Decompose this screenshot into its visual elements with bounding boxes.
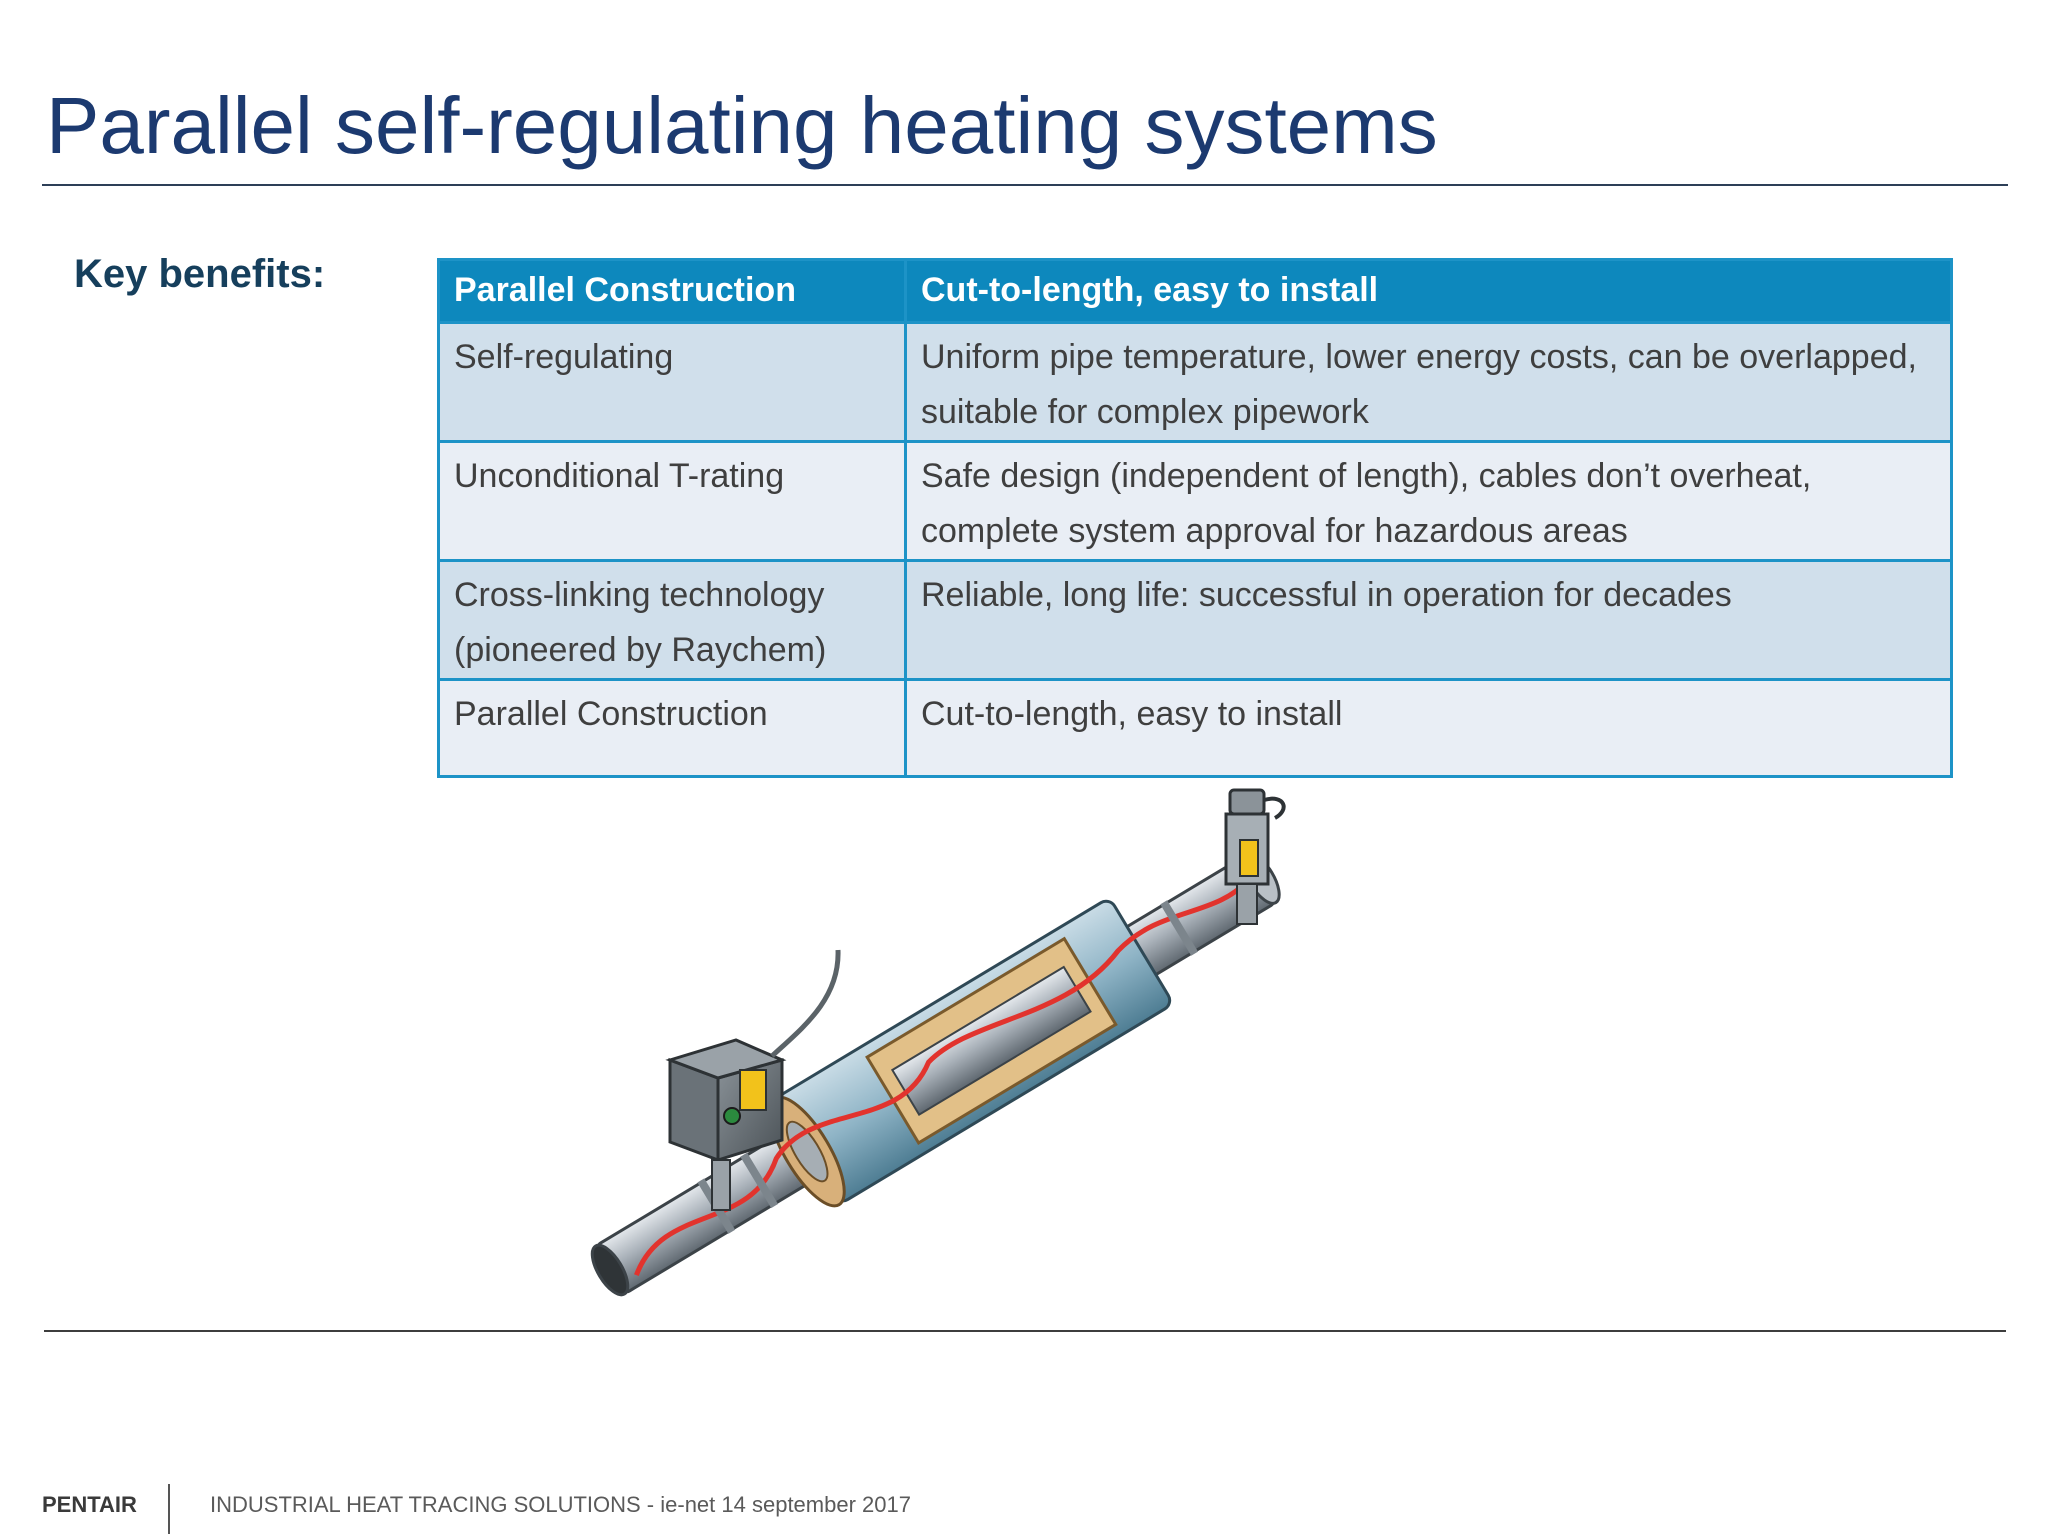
table-cell-benefit: Reliable, long life: successful in opera… [904,559,1953,681]
slide-title: Parallel self-regulating heating systems [46,81,1438,170]
table-cell-feature: Unconditional T-rating [437,440,907,562]
table-row: Self-regulating Uniform pipe temperature… [437,321,1953,443]
end-seal [1224,788,1286,925]
heat-traced-pipe-illustration [590,788,1286,1297]
table-cell-feature: Parallel Construction [437,678,907,778]
table-row: Parallel Construction Cut-to-length, eas… [437,678,1953,778]
table-cell-benefit: Uniform pipe temperature, lower energy c… [904,321,1953,443]
table-header-cell: Cut-to-length, easy to install [904,258,1953,324]
table-cell-feature: Self-regulating [437,321,907,443]
footer-brand: PENTAIR [42,1492,137,1517]
benefits-table: Parallel Construction Cut-to-length, eas… [437,258,1953,778]
key-benefits-label: Key benefits: [74,252,326,296]
table-header-cell: Parallel Construction [437,258,907,324]
table-cell-benefit: Cut-to-length, easy to install [904,678,1953,778]
table-row: Cross-linking technology (pioneered by R… [437,559,1953,681]
table-cell-feature: Cross-linking technology (pioneered by R… [437,559,907,681]
table-row: Unconditional T-rating Safe design (inde… [437,440,1953,562]
footer-separator [168,1484,170,1534]
table-header-row: Parallel Construction Cut-to-length, eas… [437,258,1953,324]
junction-box [665,949,841,1211]
table-cell-benefit: Safe design (independent of length), cab… [904,440,1953,562]
footer-text: INDUSTRIAL HEAT TRACING SOLUTIONS - ie-n… [210,1492,911,1517]
title-divider [42,184,2008,186]
footer-divider [44,1330,2006,1332]
